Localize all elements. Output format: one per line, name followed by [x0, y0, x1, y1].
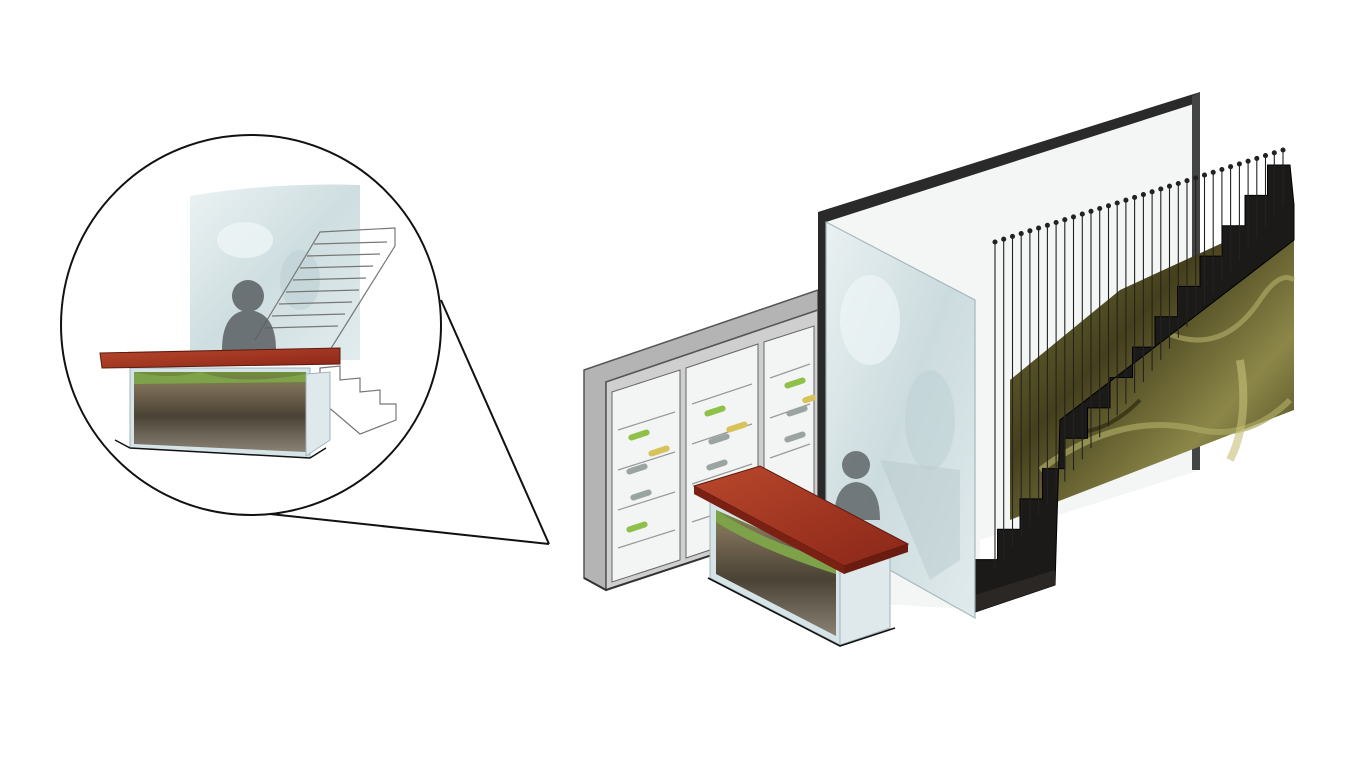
stair-baluster-cap — [1149, 189, 1155, 195]
stair-baluster-cap — [1027, 228, 1033, 234]
stair-baluster-cap — [1079, 211, 1085, 217]
wine-bottles — [626, 377, 816, 533]
stair-baluster-cap — [1036, 225, 1042, 231]
stair-baluster-cap — [1053, 219, 1059, 226]
magnifier-pointer-lines — [269, 299, 550, 545]
detail-soil-counter — [99, 347, 341, 459]
stair-baluster-cap — [1009, 233, 1016, 239]
stair-baluster-cap — [1175, 180, 1181, 187]
stair-baluster-cap — [1158, 186, 1164, 192]
detail-staircase-outline — [254, 227, 397, 435]
stair-baluster-cap — [1271, 150, 1277, 156]
stair-balusters — [992, 147, 1286, 570]
stair-baluster-cap — [1001, 236, 1007, 242]
stair-baluster-cap — [1193, 175, 1199, 181]
soil-display-counter — [692, 465, 910, 647]
stair-baluster-cap — [992, 239, 998, 245]
stair-baluster-cap — [1105, 203, 1112, 209]
stair-baluster-cap — [1201, 172, 1208, 178]
stair-baluster-cap — [1088, 208, 1094, 214]
stair-baluster-cap — [1018, 231, 1024, 237]
stair-baluster-cap — [1166, 183, 1173, 189]
stair-baluster-cap — [1097, 205, 1103, 212]
floating-staircase — [974, 147, 1295, 613]
stair-baluster-cap — [1210, 169, 1216, 175]
stair-baluster-cap — [1254, 155, 1260, 161]
detail-glass-partition — [190, 184, 360, 360]
stair-baluster-cap — [1132, 194, 1138, 200]
stair-baluster-cap — [1236, 161, 1242, 167]
stair-baluster-cap — [1123, 197, 1129, 203]
stair-baluster-cap — [1245, 158, 1251, 164]
stair-baluster-cap — [1219, 166, 1225, 173]
stair-baluster-cap — [1184, 178, 1190, 184]
stair-baluster-cap — [1062, 217, 1068, 223]
stair-baluster-cap — [1280, 147, 1286, 153]
stair-baluster-cap — [1044, 222, 1050, 228]
stair-baluster-cap — [1140, 192, 1146, 198]
stair-baluster-cap — [1228, 164, 1234, 170]
detail-person-silhouette — [222, 280, 276, 350]
stair-baluster-cap — [1262, 153, 1269, 159]
stair-baluster-cap — [1114, 200, 1120, 206]
stair-baluster-cap — [1070, 214, 1077, 220]
detail-magnifier-circle — [60, 134, 442, 516]
